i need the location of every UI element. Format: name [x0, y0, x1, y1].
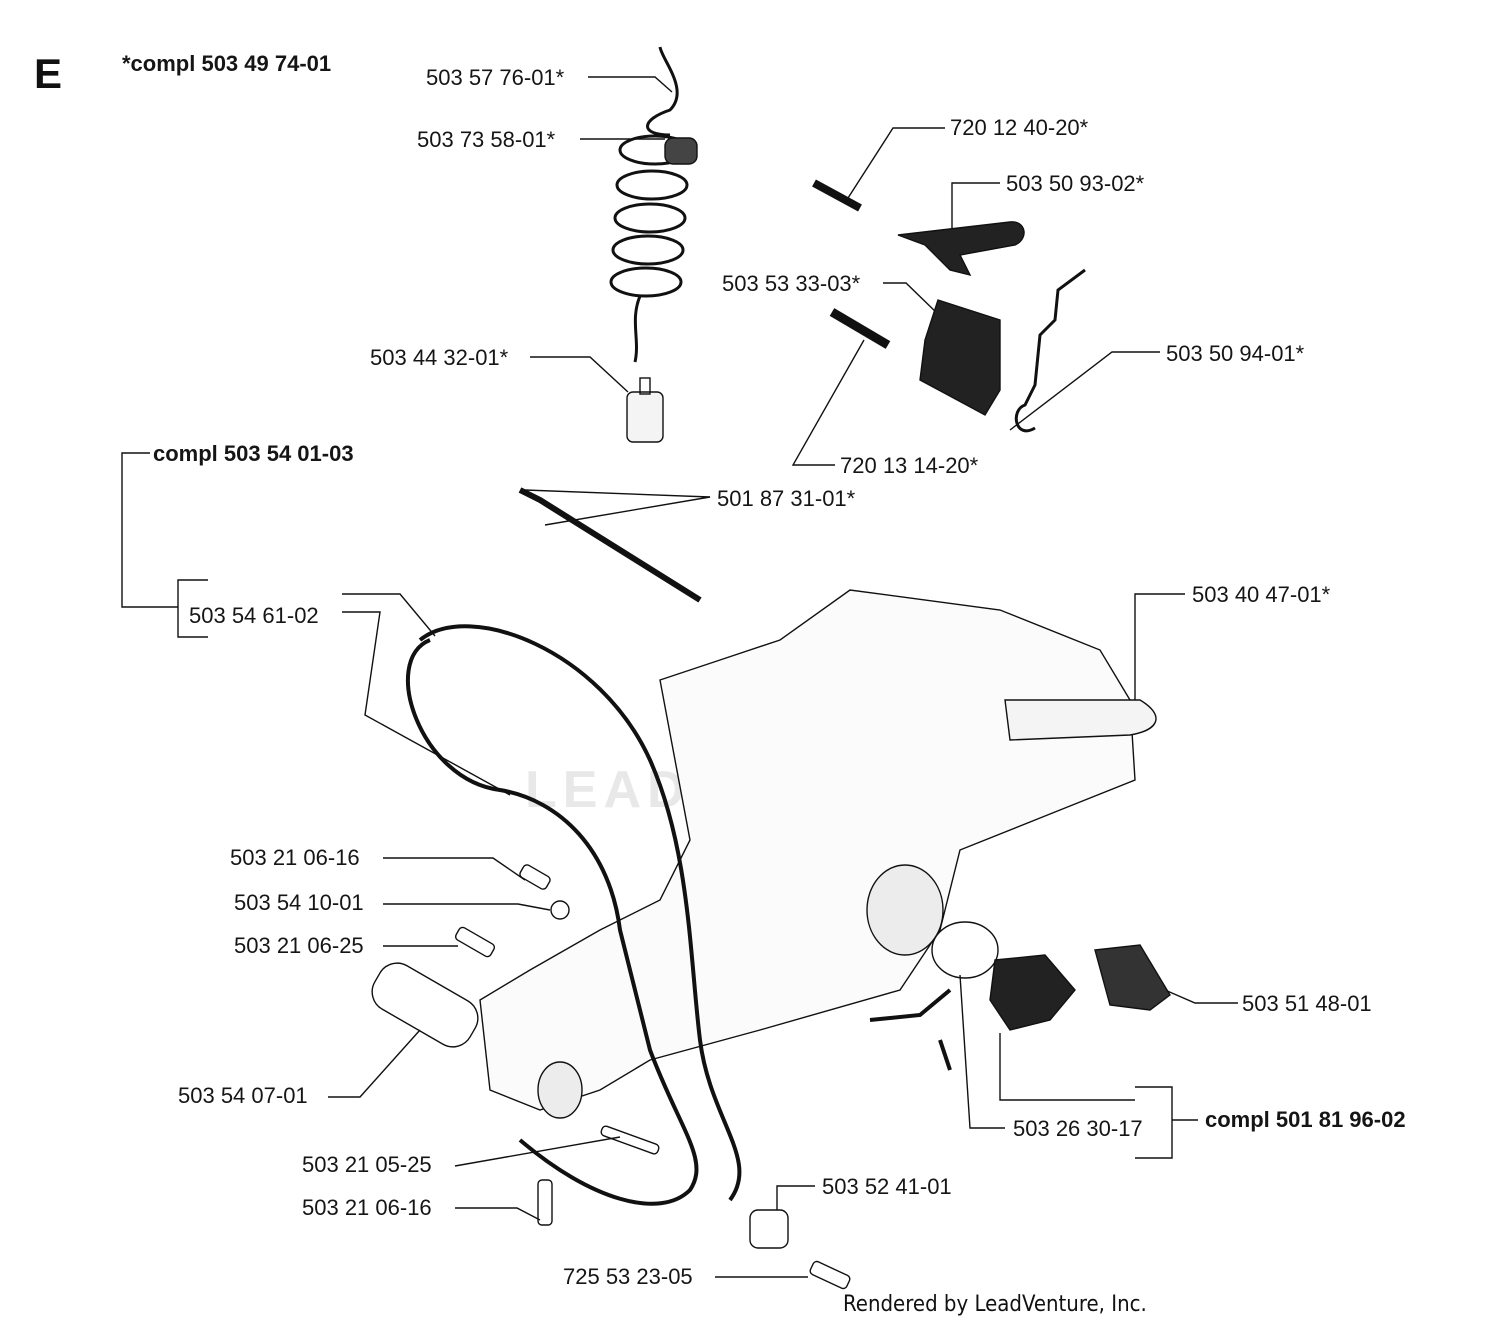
- leader-line: [454, 1136, 621, 1167]
- part-label: 503 54 07-01: [178, 1083, 308, 1108]
- fuel-filter: [626, 377, 664, 443]
- handle-grip: [371, 962, 479, 1048]
- leader-line: [342, 593, 436, 637]
- pin-upper: [812, 179, 862, 212]
- leader-line: [1164, 989, 1238, 1004]
- leader-line: [328, 1029, 421, 1098]
- screw: [537, 1179, 553, 1226]
- part-label: 503 73 58-01*: [417, 127, 556, 152]
- credit-text: Rendered by LeadVenture, Inc.: [843, 1292, 1147, 1317]
- part-label: 503 26 30-17: [1013, 1116, 1143, 1141]
- part-label: 503 21 06-25: [234, 933, 364, 958]
- leader-line: [342, 611, 511, 796]
- leader-line: [847, 127, 945, 199]
- fuel-hose-coil: [609, 46, 692, 363]
- section-letter: E: [34, 50, 63, 97]
- kit-bracket: [121, 452, 178, 608]
- trigger: [919, 299, 1001, 416]
- leader-line: [791, 339, 865, 466]
- leader-line: [530, 356, 629, 393]
- kit-label: compl 503 54 01-03: [153, 441, 354, 466]
- part-label: 503 54 10-01: [234, 890, 364, 915]
- pin-lower: [829, 308, 891, 349]
- kit-label: compl 501 81 96-02: [1205, 1107, 1406, 1132]
- part-label: 503 21 06-16: [230, 845, 360, 870]
- throttle-lockout: [897, 221, 1025, 277]
- clip: [869, 988, 952, 1071]
- spring-wire: [1014, 268, 1086, 433]
- part-label: 503 21 05-25: [302, 1152, 432, 1177]
- oil-adjust-screw: [518, 487, 702, 603]
- leader-line: [883, 282, 941, 317]
- screw: [600, 1125, 660, 1155]
- oil-pump: [989, 954, 1076, 1031]
- kit-bracket: [177, 579, 208, 638]
- crankcase: [479, 589, 1136, 1111]
- part-label: 503 52 41-01: [822, 1174, 952, 1199]
- nut: [550, 900, 570, 920]
- part-label: 503 50 93-02*: [1006, 171, 1145, 196]
- leader-line: [951, 182, 1000, 228]
- oil-pump-cover: [1094, 944, 1171, 1011]
- screw: [519, 864, 551, 890]
- hose-weight: [664, 137, 698, 165]
- part-label: 503 53 33-03*: [722, 271, 861, 296]
- mount-bore: [537, 1061, 583, 1119]
- leader-line: [776, 1185, 815, 1210]
- part-label: 720 12 40-20*: [950, 115, 1089, 140]
- sleeve: [749, 1209, 789, 1249]
- screw: [454, 926, 496, 958]
- bearing-seat: [866, 864, 944, 956]
- o-ring: [931, 921, 999, 979]
- kit-label: *compl 503 49 74-01: [122, 51, 332, 76]
- part-label: 503 21 06-16: [302, 1195, 432, 1220]
- part-label: 503 57 76-01*: [426, 65, 565, 90]
- leader-line: [959, 974, 1005, 1129]
- part-label: 503 50 94-01*: [1166, 341, 1305, 366]
- part-label: 725 53 23-05: [563, 1264, 693, 1289]
- leader-line: [524, 489, 711, 498]
- chain-brake-lever: [1004, 699, 1157, 741]
- part-label: 503 40 47-01*: [1192, 582, 1331, 607]
- screw: [809, 1260, 851, 1290]
- front-handle: [405, 638, 699, 1206]
- part-label: 503 54 61-02: [189, 603, 319, 628]
- part-label: 501 87 31-01*: [717, 486, 856, 511]
- leader-line: [588, 76, 673, 93]
- leader-line: [383, 903, 551, 911]
- kit-bracket: [999, 1033, 1198, 1159]
- leader-line: [455, 1207, 541, 1221]
- part-label: 720 13 14-20*: [840, 453, 979, 478]
- leader-line: [1134, 593, 1185, 705]
- leader-line: [383, 857, 526, 881]
- part-label: 503 51 48-01: [1242, 991, 1372, 1016]
- leader-line: [1009, 351, 1160, 431]
- part-label: 503 44 32-01*: [370, 345, 509, 370]
